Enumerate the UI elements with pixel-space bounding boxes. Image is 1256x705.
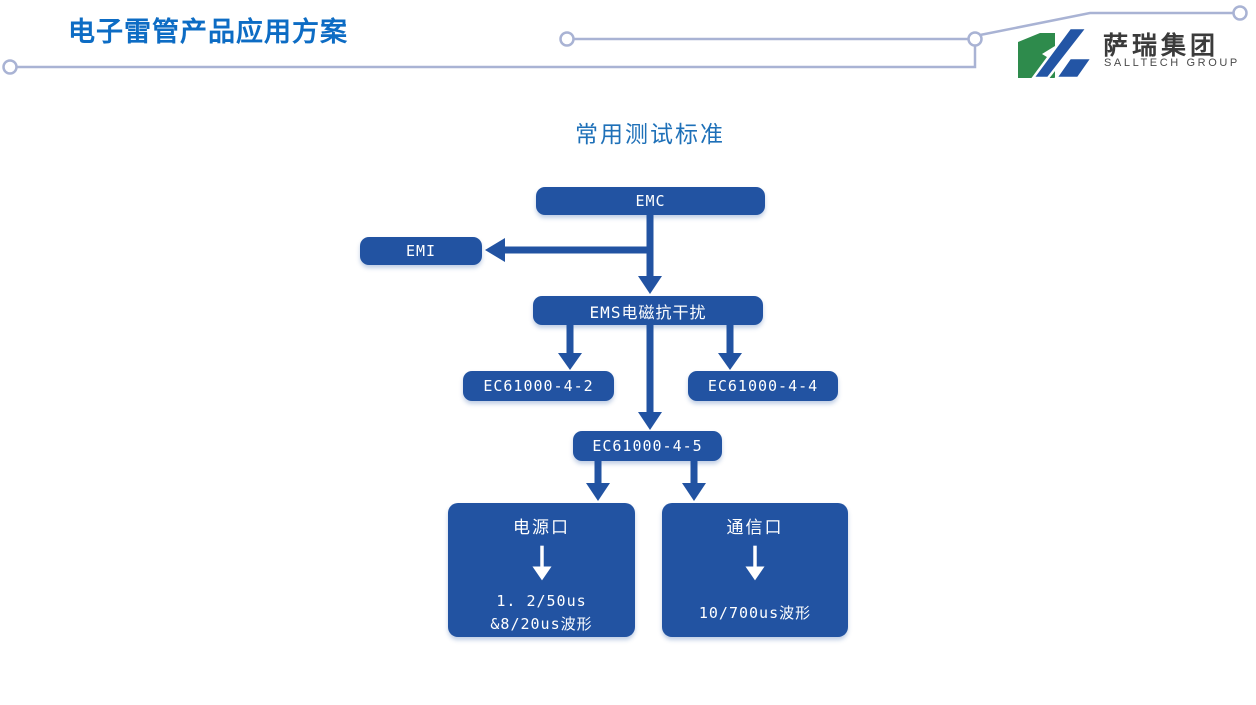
decor-circle-b <box>967 31 983 47</box>
power-port-title: 电源口 <box>513 518 570 538</box>
down-arrow-icon <box>531 545 552 581</box>
diagram-title: 常用测试标准 <box>575 121 725 147</box>
decor-line-lower <box>17 46 977 69</box>
node-emi: EMI <box>360 237 482 265</box>
logo: 萨瑞集团 SALLTECH GROUP <box>1014 24 1244 80</box>
arrow-emc-to-emi <box>485 238 650 262</box>
node-comm-port: 通信口 10/700us波形 <box>662 503 848 637</box>
node-emc: EMC <box>536 187 765 215</box>
arrow-ec45-to-power <box>586 461 610 501</box>
node-ec61000-4-2: EC61000-4-2 <box>463 371 614 401</box>
arrow-ems-to-ec44 <box>718 325 742 370</box>
node-ec61000-4-5: EC61000-4-5 <box>573 431 722 461</box>
decor-circle-d <box>2 59 18 75</box>
logo-name: 萨瑞集团 <box>1103 32 1220 60</box>
arrow-emc-to-ems <box>638 215 662 294</box>
node-ec61000-4-2-label: EC61000-4-2 <box>483 377 594 395</box>
page-title: 电子雷管产品应用方案 <box>68 17 348 47</box>
power-port-detail-line1: 1. 2/50us <box>496 592 587 610</box>
node-ec61000-4-5-label: EC61000-4-5 <box>592 437 703 455</box>
node-ec61000-4-4-label: EC61000-4-4 <box>707 377 819 395</box>
node-emi-label: EMI <box>405 242 437 260</box>
logo-blue-slash <box>1031 28 1089 78</box>
decor-circle-a <box>559 31 575 47</box>
logo-icon <box>1018 28 1095 78</box>
power-port-detail-line2: &8/20us波形 <box>490 614 593 633</box>
comm-port-title: 通信口 <box>726 518 784 538</box>
logo-blue-band <box>1054 56 1095 78</box>
node-ems: EMS电磁抗干扰 <box>533 296 763 325</box>
decor-circle-c <box>1232 5 1248 21</box>
logo-subtitle: SALLTECH GROUP <box>1104 57 1240 69</box>
node-ec61000-4-4: EC61000-4-4 <box>688 371 838 401</box>
arrow-ems-to-ec42 <box>558 325 582 370</box>
down-arrow-icon <box>745 545 765 581</box>
comm-port-detail-line1: 10/700us波形 <box>698 604 812 622</box>
node-power-port: 电源口 1. 2/50us &8/20us波形 <box>448 503 635 637</box>
arrow-ec45-to-comm <box>682 461 706 501</box>
node-ems-label: EMS电磁抗干扰 <box>589 302 707 322</box>
arrow-ems-to-ec45 <box>638 325 662 430</box>
node-emc-label: EMC <box>635 192 666 210</box>
